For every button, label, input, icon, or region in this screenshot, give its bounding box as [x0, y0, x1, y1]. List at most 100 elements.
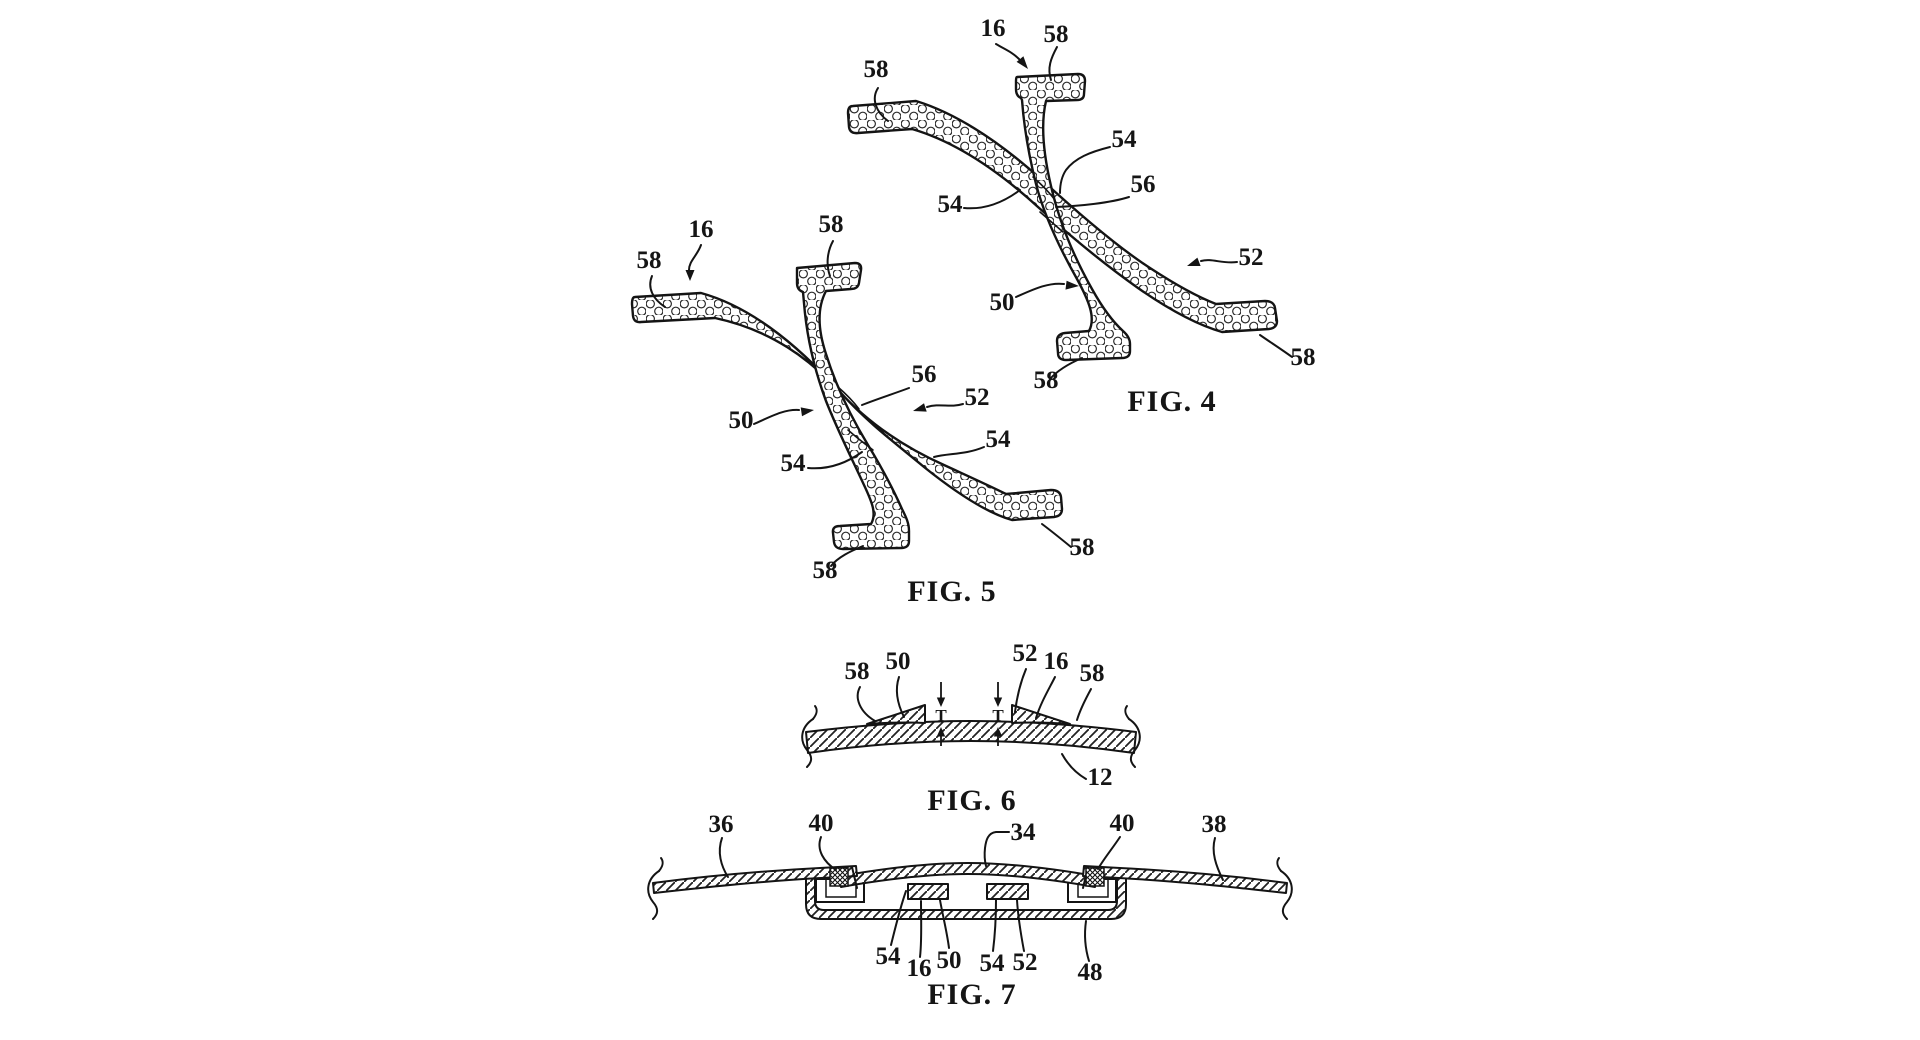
leader-line — [919, 900, 923, 958]
leader-line — [856, 686, 876, 722]
leader-line — [1015, 282, 1065, 298]
ref-label-58: 58 — [1080, 660, 1105, 687]
leader-line — [1084, 920, 1090, 962]
ref-label-40: 40 — [809, 810, 834, 837]
ref-label-52: 52 — [1013, 949, 1038, 976]
leader-line — [753, 408, 800, 425]
break-line — [801, 718, 814, 768]
leader-line — [718, 837, 729, 878]
ref-label-40: 40 — [1110, 810, 1135, 837]
arrow-head — [800, 407, 814, 417]
ref-label-54: 54 — [980, 950, 1006, 977]
arrow-head — [1187, 257, 1201, 266]
figure-caption: FIG. 5 — [907, 575, 996, 608]
figure-caption: FIG. 7 — [927, 978, 1016, 1011]
leader-line — [963, 189, 1021, 210]
break-line — [812, 705, 818, 720]
wedge-strip-50 — [866, 704, 926, 725]
arrow-head — [1016, 56, 1028, 69]
ref-label-58: 58 — [1291, 344, 1316, 371]
ref-label-56: 56 — [912, 361, 937, 388]
leader-line — [1055, 196, 1130, 208]
ref-label-50: 50 — [937, 947, 962, 974]
leader-line — [983, 831, 1010, 867]
figure-caption: FIG. 6 — [927, 784, 1016, 817]
strip-block-52 — [986, 883, 1029, 900]
junction-line-56 — [837, 386, 860, 410]
leader-line — [939, 899, 950, 949]
arrow-head — [685, 270, 695, 281]
arrow-head — [993, 727, 1003, 737]
ref-label-50: 50 — [886, 648, 911, 675]
leader-line — [1076, 688, 1092, 721]
fastener-40-right — [1085, 867, 1105, 887]
thickness-dimension: T — [992, 682, 1004, 746]
dimension-label-T: T — [935, 706, 947, 725]
ref-label-54: 54 — [986, 426, 1012, 453]
ref-label-52: 52 — [1013, 640, 1038, 667]
ref-label-58: 58 — [845, 658, 870, 685]
leader-line — [807, 451, 863, 470]
dimension-label-T: T — [992, 706, 1004, 725]
leader-line — [995, 43, 1020, 60]
ref-label-58: 58 — [1070, 534, 1095, 561]
ref-label-16: 16 — [689, 216, 714, 243]
leader-line — [873, 87, 889, 122]
figure-6-group: T T 58 50 52 16 58 12 FIG. 6 — [801, 640, 1141, 817]
arrow-head — [993, 697, 1003, 707]
ref-label-56: 56 — [1131, 171, 1156, 198]
ref-label-38: 38 — [1202, 811, 1227, 838]
molding-strip-52 — [630, 291, 1064, 522]
molding-strip-52 — [846, 99, 1279, 334]
ref-label-16: 16 — [1044, 648, 1069, 675]
leader-line — [933, 446, 985, 458]
arrow-head — [936, 727, 946, 737]
wedge-strip-52 — [1011, 704, 1071, 725]
leader-line — [688, 244, 702, 271]
figure-5-group: 16 58 58 56 52 50 54 54 58 58 FIG. 5 — [630, 211, 1095, 608]
break-line — [1276, 857, 1282, 872]
break-line — [658, 857, 664, 872]
junction-line-56 — [1032, 176, 1056, 201]
ref-label-54: 54 — [781, 450, 807, 477]
break-line — [1128, 718, 1141, 768]
leader-line — [830, 545, 864, 567]
ref-label-54: 54 — [1112, 126, 1138, 153]
leader-line — [926, 403, 964, 408]
ref-label-34: 34 — [1011, 819, 1037, 846]
leader-line — [1041, 523, 1072, 548]
center-panel-34 — [840, 862, 1096, 888]
pocket-step — [1077, 879, 1109, 898]
panel-hook — [851, 866, 858, 889]
break-line — [1124, 705, 1130, 720]
strip-block-50 — [907, 883, 949, 900]
ref-label-52: 52 — [1239, 244, 1264, 271]
figure-caption: FIG. 4 — [1127, 385, 1216, 418]
leader-line — [1259, 334, 1293, 358]
molding-strip-50 — [1014, 72, 1132, 362]
leader-line — [1048, 46, 1058, 81]
leader-line — [895, 676, 905, 718]
leader-line — [1035, 676, 1056, 719]
leader-line — [992, 899, 997, 952]
figure-4-group: 16 58 58 54 56 54 52 50 58 58 FIG. 4 — [846, 15, 1316, 418]
roof-panel-12 — [805, 720, 1137, 754]
ref-label-58: 58 — [637, 247, 662, 274]
break-line — [1280, 870, 1293, 920]
ref-label-58: 58 — [813, 557, 838, 584]
ref-label-58: 58 — [819, 211, 844, 238]
leader-line — [1200, 259, 1238, 264]
leader-line — [1212, 837, 1224, 881]
leader-line — [1097, 836, 1121, 870]
molding-strip-50 — [795, 261, 911, 551]
fastener-40-left — [829, 867, 849, 887]
ref-label-54: 54 — [876, 943, 902, 970]
arrow-head — [936, 697, 946, 707]
junction-line-56 — [847, 429, 874, 451]
junction-line-56 — [1039, 211, 1064, 233]
arrow-head — [1065, 280, 1079, 290]
ref-label-50: 50 — [729, 407, 754, 434]
ref-label-12: 12 — [1088, 764, 1113, 791]
